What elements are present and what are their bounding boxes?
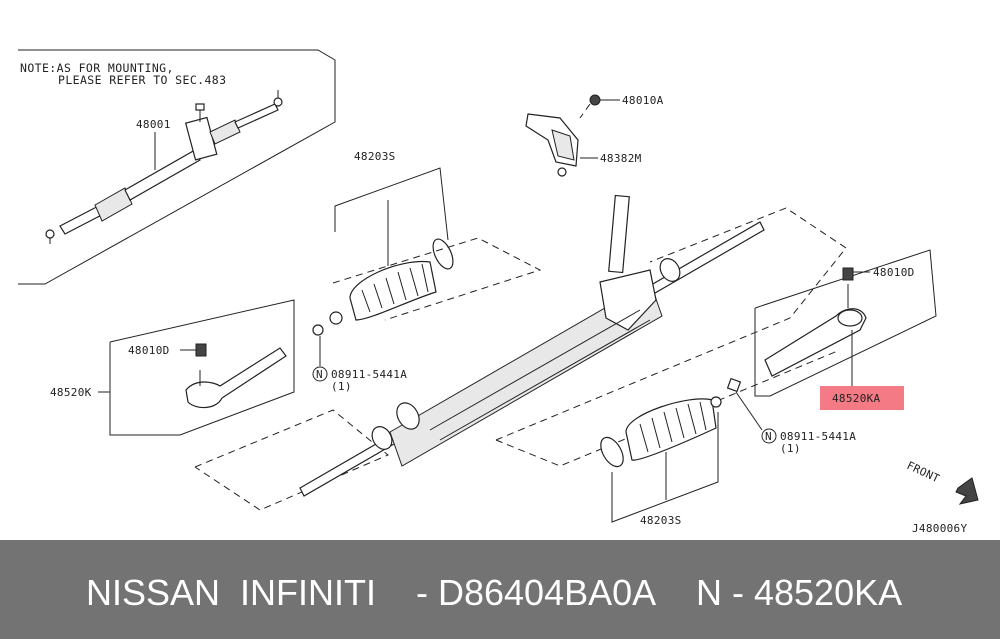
clip-right-group: N 08911-5441A (1) <box>735 391 856 455</box>
dash-outline-top <box>332 237 542 321</box>
note-line-2: PLEASE REFER TO SEC.483 <box>58 73 226 87</box>
steering-rack-icon <box>299 194 765 497</box>
bracket-group: 48010A 48382M <box>525 94 664 177</box>
label-tie-rod-right[interactable]: 48520KA <box>832 392 881 405</box>
rack-assembly-icon <box>45 90 283 244</box>
dash-outline-bottom <box>194 409 389 511</box>
note-line-1: NOTE:AS FOR MOUNTING, <box>20 61 174 75</box>
label-clip-right: 08911-5441A <box>780 430 856 443</box>
label-assembly: 48001 <box>136 118 171 131</box>
front-label: FRONT <box>905 459 942 485</box>
front-arrow-icon <box>955 477 979 505</box>
label-boot-bottom: 48203S <box>640 514 682 527</box>
footer-code: - D86404BA0A <box>416 572 657 613</box>
boot-top-group: 48203S <box>312 150 454 336</box>
label-clip-left-qty: (1) <box>331 380 352 393</box>
label-nut-right: 48010D <box>873 266 915 279</box>
dash-outline-mid <box>495 207 847 441</box>
clip-right-mark: N <box>765 430 772 443</box>
parts-diagram: NOTE:AS FOR MOUNTING, PLEASE REFER TO SE… <box>18 49 979 535</box>
clip-left-group: N 08911-5441A (1) <box>312 336 407 393</box>
label-nut-left: 48010D <box>128 344 170 357</box>
clip-left-mark: N <box>316 368 323 381</box>
label-bracket: 48382M <box>600 152 642 165</box>
label-nut-top: 48010A <box>622 94 664 107</box>
boot-top-icon <box>312 238 454 336</box>
label-clip-left: 08911-5441A <box>331 368 407 381</box>
footer-brand: NISSAN INFINITI <box>86 572 377 613</box>
label-tie-rod-left: 48520K <box>50 386 92 399</box>
label-clip-right-qty: (1) <box>780 442 801 455</box>
inset-tie-rod-left: 48010D 48520K <box>50 299 295 436</box>
diagram-id: J480006Y <box>912 522 967 535</box>
footer-part-number: N - 48520KA <box>696 572 903 613</box>
footer-bar: NISSAN INFINITI - D86404BA0A N - 48520KA <box>0 540 1000 639</box>
front-indicator: FRONT <box>905 459 979 505</box>
inset-assembly: NOTE:AS FOR MOUNTING, PLEASE REFER TO SE… <box>18 49 336 285</box>
boot-bottom-group: 48203S <box>600 377 742 527</box>
inset-tie-rod-right: 48010D 48520KA <box>754 249 937 410</box>
highlight-box[interactable] <box>820 386 904 410</box>
label-boot-top: 48203S <box>354 150 396 163</box>
